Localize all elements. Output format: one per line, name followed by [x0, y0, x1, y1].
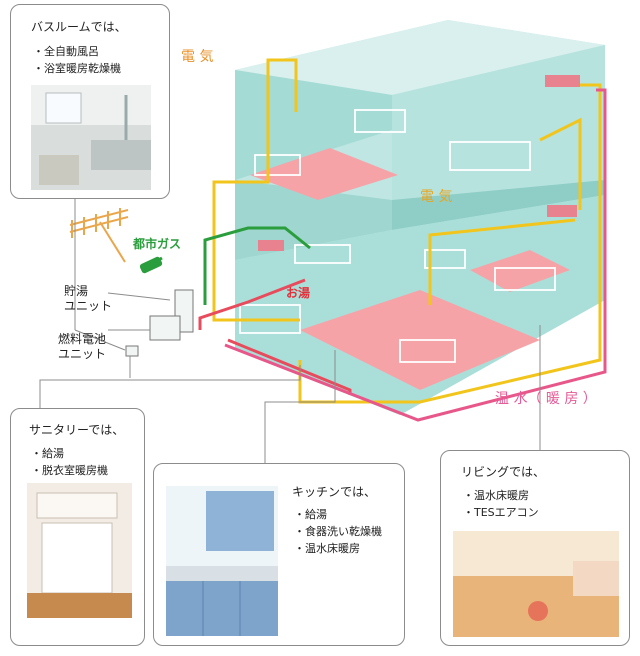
callout-living: リビングでは、 温水床暖房 TESエアコン — [440, 450, 630, 646]
label-electricity-mid: 電 気 — [420, 189, 453, 205]
roof-top — [235, 20, 605, 95]
callout-bathroom: バスルームでは、 全自動風呂 浴室暖房乾燥機 — [10, 4, 170, 199]
callout-kitchen: キッチンでは、 給湯 食器洗い乾燥機 温水床暖房 — [153, 463, 405, 646]
controller-icon — [125, 345, 139, 357]
gas-meter-icon — [139, 256, 163, 274]
kitchen-photo — [166, 486, 278, 636]
air-conditioner-icon — [545, 75, 580, 87]
callout-title: バスルームでは、 — [31, 20, 127, 34]
bathroom-photo — [31, 85, 151, 190]
air-conditioner-icon — [547, 205, 577, 217]
label-hot-water-heating: 温 水（ 暖 房 ） — [495, 391, 597, 407]
callout-title: キッチンでは、 — [292, 485, 377, 499]
label-electricity-top: 電 気 — [181, 49, 214, 65]
heating-line — [224, 88, 607, 422]
callout-title: リビングでは、 — [461, 465, 546, 479]
upper-left-wall — [235, 70, 392, 180]
middle-floor-right — [392, 180, 605, 230]
callout-list: 温水床暖房 TESエアコン — [463, 487, 539, 521]
label-city-gas: 都市ガス — [133, 237, 182, 251]
sanitary-photo — [27, 483, 132, 618]
antenna-icon — [69, 208, 129, 263]
label-storage-unit: 貯湯 ユニット — [64, 284, 113, 313]
kitchen-appliance-icon — [258, 240, 284, 251]
callout-list: 全自動風呂 浴室暖房乾燥機 — [33, 43, 121, 77]
electricity-line — [212, 58, 602, 404]
floor-heating-pad — [250, 148, 398, 200]
fuel-cell-unit-icon — [149, 315, 181, 341]
callout-sanitary: サニタリーでは、 給湯 脱衣室暖房機 — [10, 408, 145, 646]
callout-list: 給湯 食器洗い乾燥機 温水床暖房 — [294, 506, 382, 557]
callout-list: 給湯 脱衣室暖房機 — [31, 445, 108, 479]
living-photo — [453, 531, 619, 637]
label-hot-water: お湯 — [286, 286, 311, 300]
callout-title: サニタリーでは、 — [29, 423, 125, 437]
callout-connectors — [39, 195, 541, 465]
label-fuel-cell-unit: 燃料電池 ユニット — [58, 332, 107, 361]
